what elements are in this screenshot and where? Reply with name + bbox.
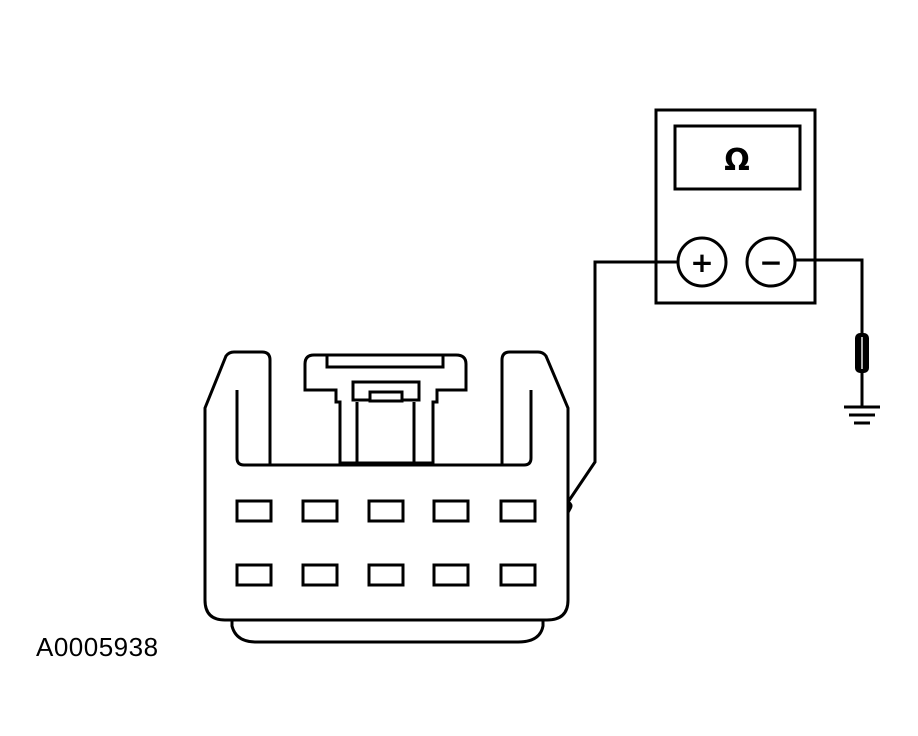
pin-1-1[interactable] <box>235 499 273 523</box>
connector-left-slot <box>235 390 270 467</box>
pin-2-5[interactable] <box>499 563 537 587</box>
negative-lead-wire <box>795 258 864 333</box>
connector-body[interactable] <box>203 350 570 622</box>
connector-latch-tab <box>325 355 445 369</box>
pin-2-1[interactable] <box>235 563 273 587</box>
ohm-symbol: Ω <box>724 143 750 178</box>
figure-id-label: A0005938 <box>36 632 159 662</box>
connector-bottom-lip <box>230 618 545 644</box>
multimeter-display <box>673 124 802 191</box>
negative-terminal-label: − <box>759 246 782 279</box>
connector-latch[interactable] <box>303 353 468 465</box>
pin-2-3[interactable] <box>367 563 405 587</box>
positive-terminal-label: + <box>690 246 713 279</box>
connector <box>203 350 570 644</box>
pin-1-3[interactable] <box>367 499 405 523</box>
pin-1-5[interactable] <box>499 499 537 523</box>
pin-2-2[interactable] <box>301 563 339 587</box>
pin-1-2[interactable] <box>301 499 339 523</box>
pin-row-2 <box>235 563 537 587</box>
pin-row-1 <box>235 499 537 523</box>
positive-lead-wire <box>564 260 678 506</box>
pin-1-4[interactable] <box>432 499 470 523</box>
multimeter: Ω + − <box>654 108 817 305</box>
connector-right-slot <box>502 390 533 467</box>
negative-probe-icon <box>855 333 869 373</box>
ground-icon <box>844 405 880 425</box>
pin-2-4[interactable] <box>432 563 470 587</box>
negative-terminal[interactable] <box>745 236 797 288</box>
connector-latch-lock-inner <box>368 390 404 403</box>
test-leads <box>534 258 864 568</box>
